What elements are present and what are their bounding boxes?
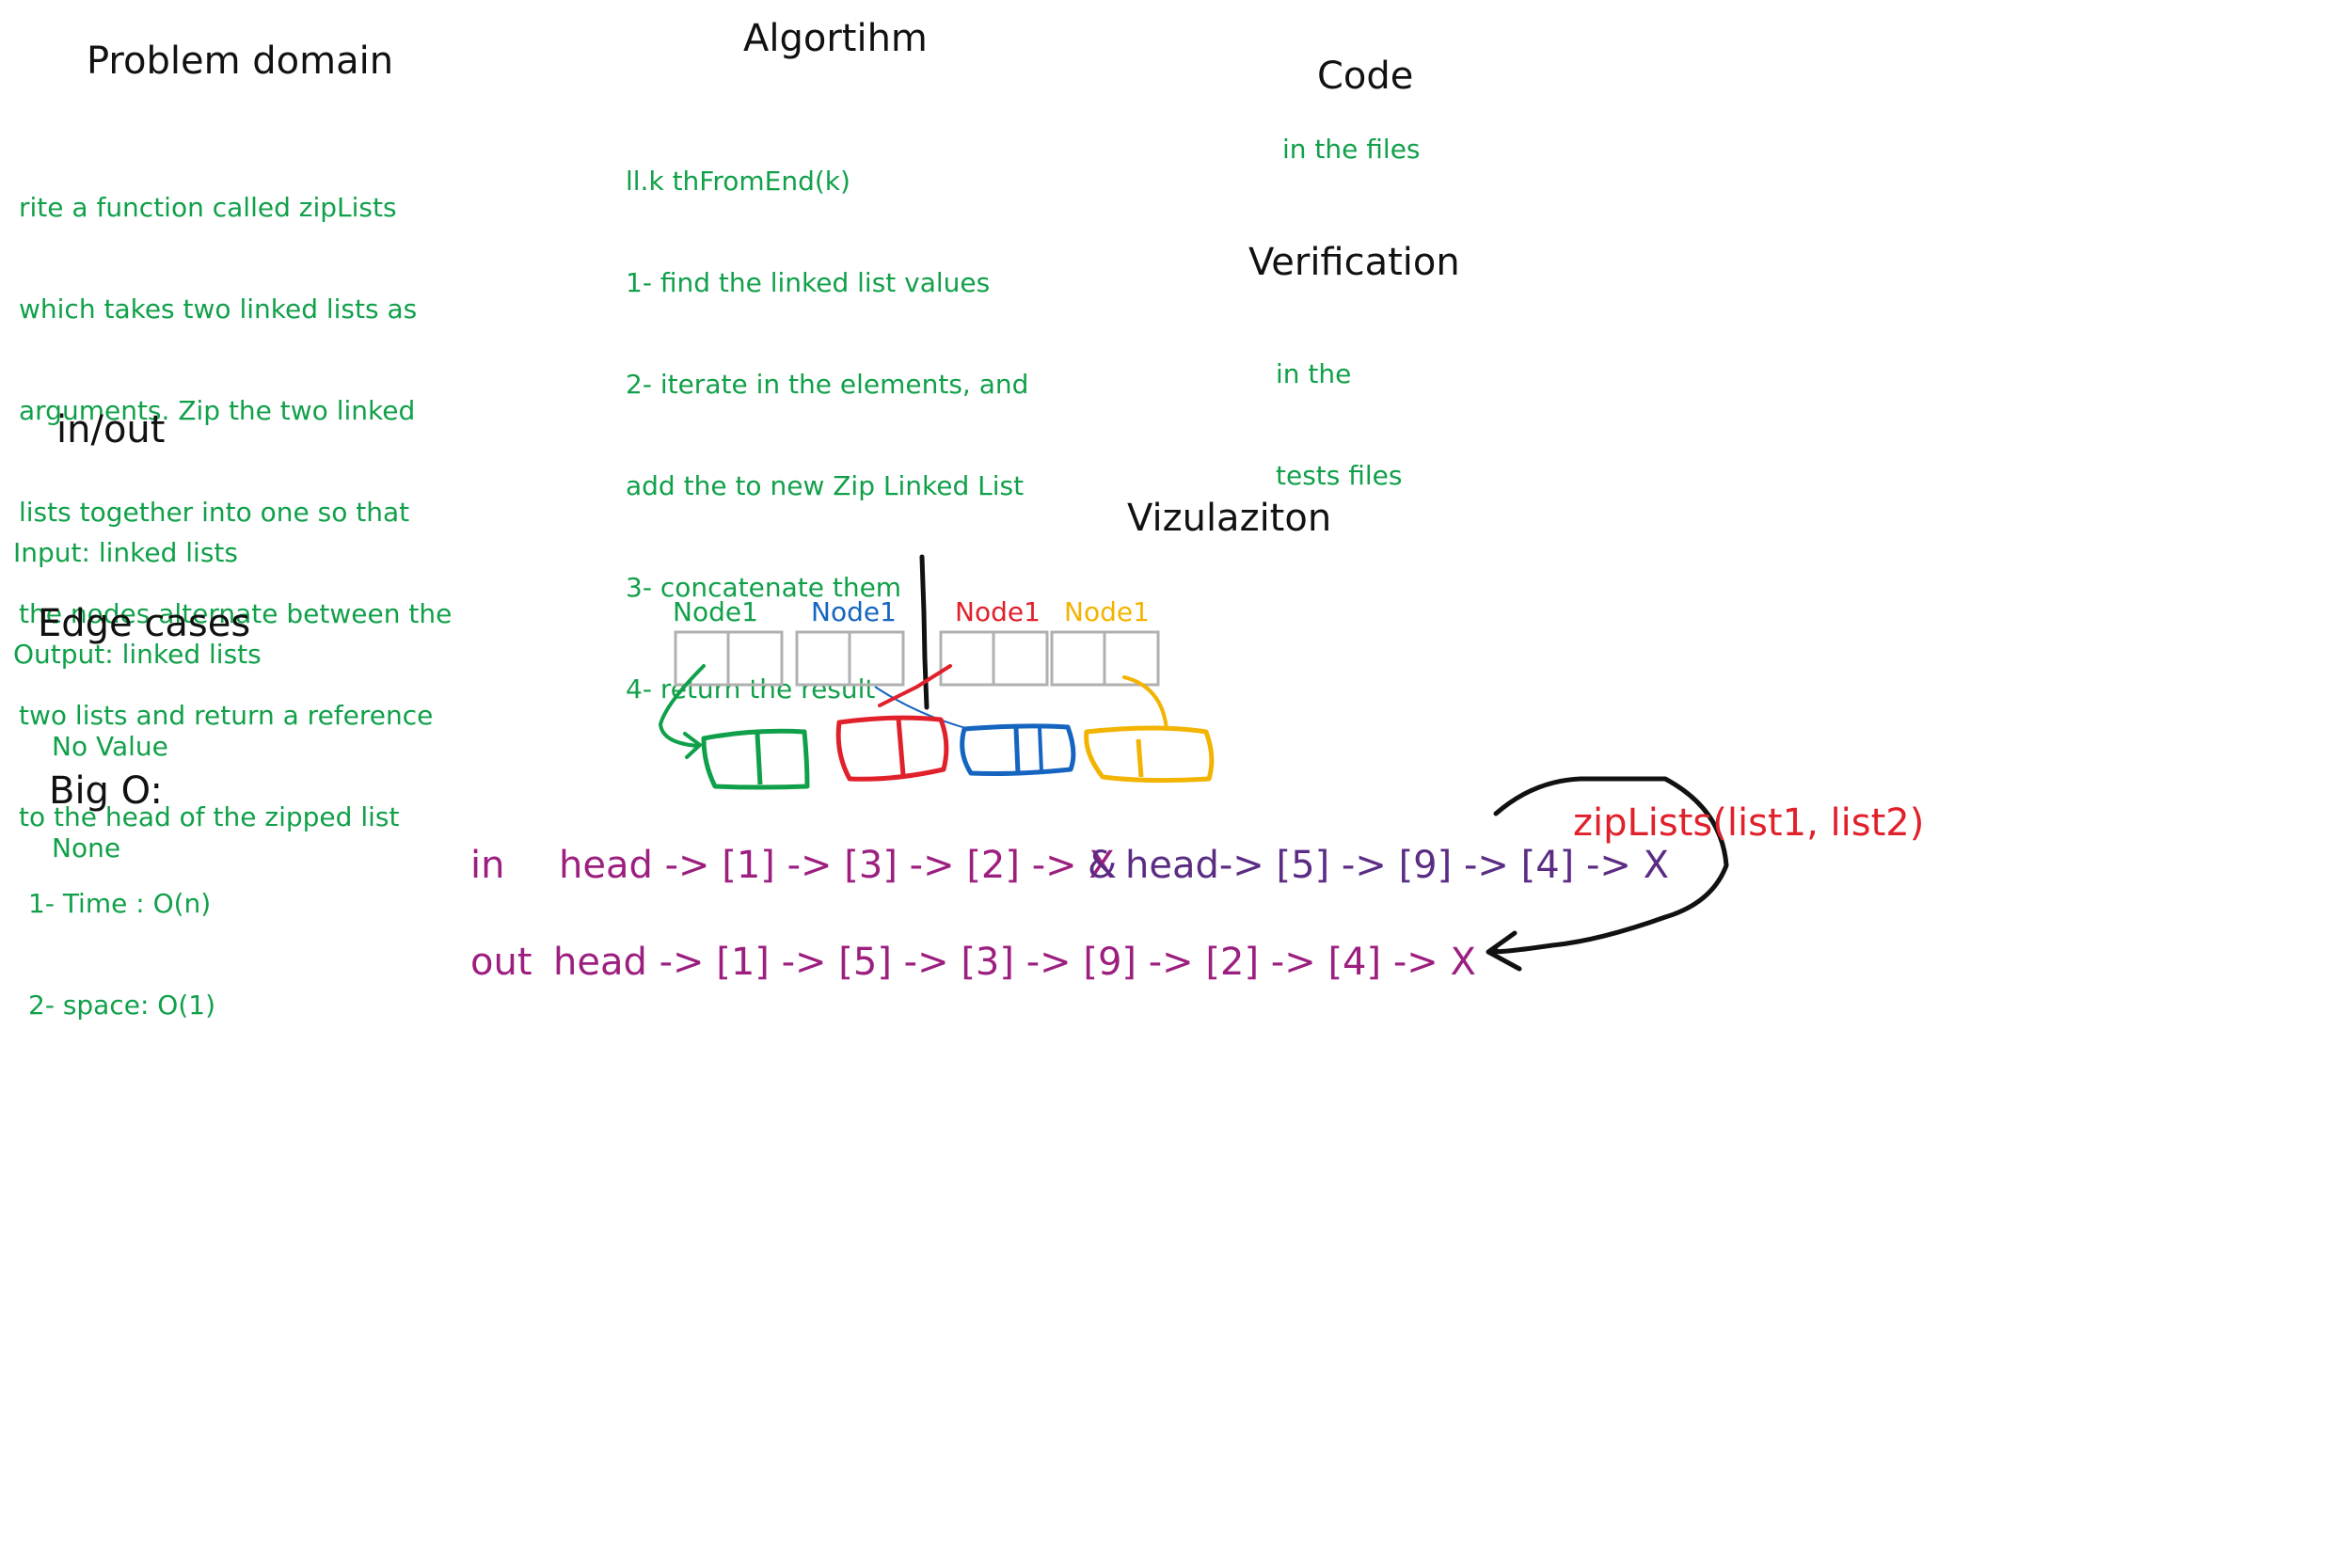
algorithm-line: 3- concatenate them [626,572,902,603]
edge-cases-line: None [52,832,121,863]
in-list2: head-> [5] -> [9] -> [4] -> X [1125,844,1670,887]
green-hand-box [701,728,810,790]
big-o-line: 2- space: O(1) [28,990,215,1021]
algorithm-line: 1- find the linked list values [626,267,991,298]
problem-domain-title: Problem domain [87,40,394,83]
problem-domain-line: lists together into one so that [19,497,410,528]
problem-domain-line: two lists and return a reference [19,700,434,731]
out-list: head -> [1] -> [5] -> [3] -> [9] -> [2] … [553,941,1476,984]
in-list1: head -> [1] -> [3] -> [2] -> X [559,844,1115,887]
node-label-blue: Node1 [811,596,897,627]
in-out-line: Input: linked lists [13,537,238,568]
green-arrow [658,664,706,748]
in-out-line: Output: linked lists [13,639,262,670]
verification-text: in the tests files [1276,290,1403,561]
in-ampersand: & [1088,844,1118,887]
big-o-text: 1- Time : O(n) 2- space: O(1) [28,819,215,1090]
problem-domain-line: arguments. Zip the two linked [19,395,416,426]
node-label-yellow: Node1 [1064,596,1150,627]
edge-cases-text: No Value None [52,662,168,933]
node-box-green-outline [674,630,784,687]
red-arrow [878,664,952,707]
zip-arrow [1492,776,1729,955]
algorithm-line: ll.k thFromEnd(k) [626,166,850,197]
blue-box-divider-2 [1038,727,1043,772]
problem-domain-line: to the head of the zipped list [19,801,400,832]
yellow-arrow [1122,675,1168,731]
big-o-title: Big O: [49,769,163,813]
visualization-title: Vizulaziton [1127,497,1332,540]
algorithm-title: Algortihm [743,17,928,60]
problem-domain-line: which takes two linked lists as [19,293,418,325]
blue-box-divider-1 [1013,727,1021,774]
verification-line: in the [1276,358,1352,389]
node-box-yellow-outline [1050,630,1160,687]
code-text: in the files [1282,134,1421,165]
blue-connector-line [874,686,970,730]
out-label: out [470,941,532,984]
red-box-divider [896,718,906,776]
problem-domain-text: rite a function called zipLists which ta… [19,123,452,902]
problem-domain-line: rite a function called zipLists [19,192,397,223]
verification-title: Verification [1248,241,1460,284]
function-call-label: zipLists(list1, list2) [1573,801,1925,845]
edge-cases-title: Edge cases [38,602,251,645]
code-title: Code [1317,55,1414,98]
green-box-divider [755,733,763,785]
verification-line: tests files [1276,460,1403,491]
yellow-box-divider [1136,738,1144,778]
red-hand-box [835,715,949,782]
yellow-hand-box [1084,725,1215,784]
algorithm-text: ll.k thFromEnd(k) 1- find the linked lis… [626,97,1028,774]
in-out-title: in/out [56,408,166,451]
big-o-line: 1- Time : O(n) [28,888,212,919]
node-label-red: Node1 [955,596,1041,627]
node-box-red-outline [939,630,1049,687]
in-out-text: Input: linked lists Output: linked lists [13,468,262,739]
problem-domain-line: the nodes alternate between the [19,598,453,629]
blue-hand-box [960,723,1076,776]
in-label: in [470,844,505,887]
green-arrow-head [683,732,704,759]
node-box-blue-outline [795,630,905,687]
node-label-green: Node1 [673,596,758,627]
zip-arrow-head [1486,930,1522,972]
algorithm-line: add the to new Zip Linked List [626,470,1025,501]
algorithm-line: 2- iterate in the elements, and [626,369,1029,400]
edge-cases-line: No Value [52,731,168,762]
